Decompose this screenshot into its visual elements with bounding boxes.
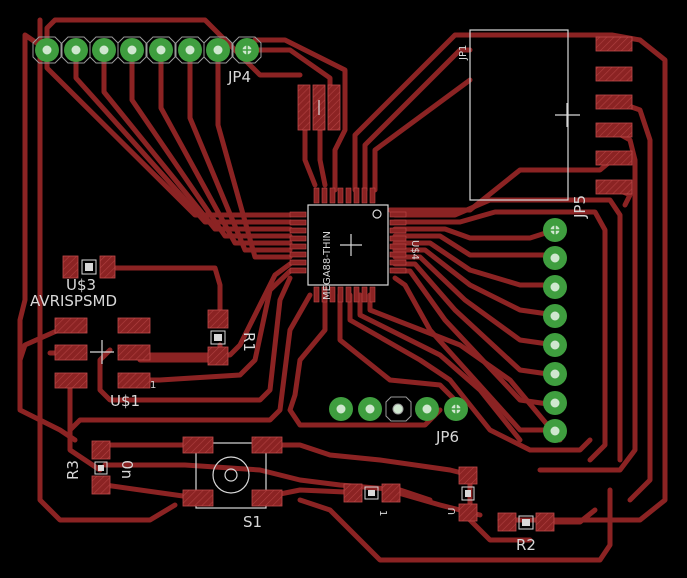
capacitor-pads-top [297,84,341,131]
header-jp6: JP6 [329,396,468,446]
via [232,36,262,64]
via [543,362,567,386]
switch-s1: S1 [182,436,283,531]
u1-label: U$1 [110,392,140,410]
via [543,333,567,357]
resistor-r2: R2 [497,512,555,554]
via [203,36,233,64]
via [543,246,567,270]
resistor-small-bottom: 1 [343,483,401,516]
via [117,36,147,64]
via [543,419,567,443]
r3-label: R3 [64,460,82,480]
small-r-label: 1 [377,510,388,516]
via [329,397,353,421]
chip-name-label: MEGA88-THIN [322,231,333,300]
via [543,304,567,328]
pin1-label: 1 [150,380,156,391]
r2-label: R2 [516,536,536,554]
via [444,397,468,421]
small-u-label: U [447,508,458,515]
header-jp4: JP4 [32,36,262,86]
resistor-r3: R3 0n [64,440,136,495]
resistor-r1: R1 [207,309,258,366]
r3-value-label: 0n [118,460,136,479]
avrisp-label: AVRISPSMD [30,292,117,310]
header-jp5: JP5 [543,195,589,443]
mcu-chip: MEGA88-THIN U$4 [289,187,420,303]
jp4-label: JP4 [227,68,251,86]
jp5-label: JP5 [571,195,589,219]
via [358,397,382,421]
via [175,36,205,64]
via [543,218,567,242]
via [543,275,567,299]
jp6-label: JP6 [435,428,459,446]
chip-ref-label: U$4 [409,240,420,260]
via [61,36,91,64]
u3-label: U$3 [66,276,96,294]
r1-label: R1 [240,332,258,352]
via [543,391,567,415]
via [415,397,439,421]
via [32,36,62,64]
s1-label: S1 [243,513,262,531]
via [146,36,176,64]
capacitor-small-right: U [447,466,478,522]
jp1-label: JP1 [458,45,469,61]
via [89,36,119,64]
via [385,396,412,422]
connector-jp1: JP1 [458,29,633,201]
component-u1: AVRISPSMD 1 U$1 [30,292,156,410]
component-u3: U$3 [62,255,116,294]
